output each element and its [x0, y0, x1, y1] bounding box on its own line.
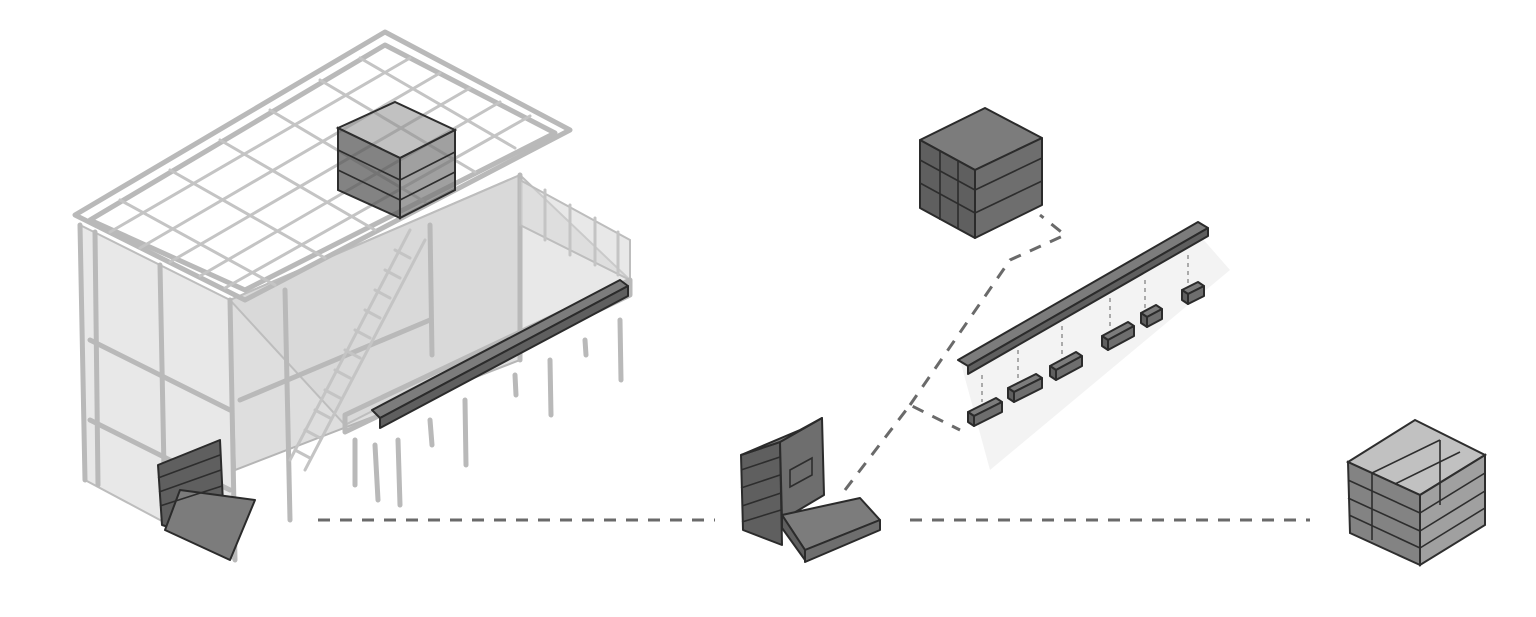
bench-strip-module — [957, 221, 1230, 470]
bench-guides — [981, 255, 1189, 402]
corner-seat-module — [740, 417, 881, 563]
bench-shadow — [960, 230, 1230, 470]
cube-storage-module — [919, 107, 1043, 239]
building-columns — [77, 172, 523, 563]
bench-supports — [967, 281, 1205, 427]
building-axonometric — [72, 29, 633, 563]
building-base-seat — [157, 439, 256, 561]
rooftop-cube — [335, 100, 458, 220]
bench-plank-side — [967, 227, 1209, 375]
connector-lines — [318, 213, 1310, 522]
roof-outline — [72, 29, 573, 303]
deck-bench-side — [379, 285, 629, 429]
staircase — [288, 228, 427, 472]
deck-legs — [352, 317, 624, 508]
railing-posts — [543, 188, 620, 277]
roof-inner-outline — [87, 42, 558, 293]
translucent-cube-module — [1345, 418, 1488, 567]
